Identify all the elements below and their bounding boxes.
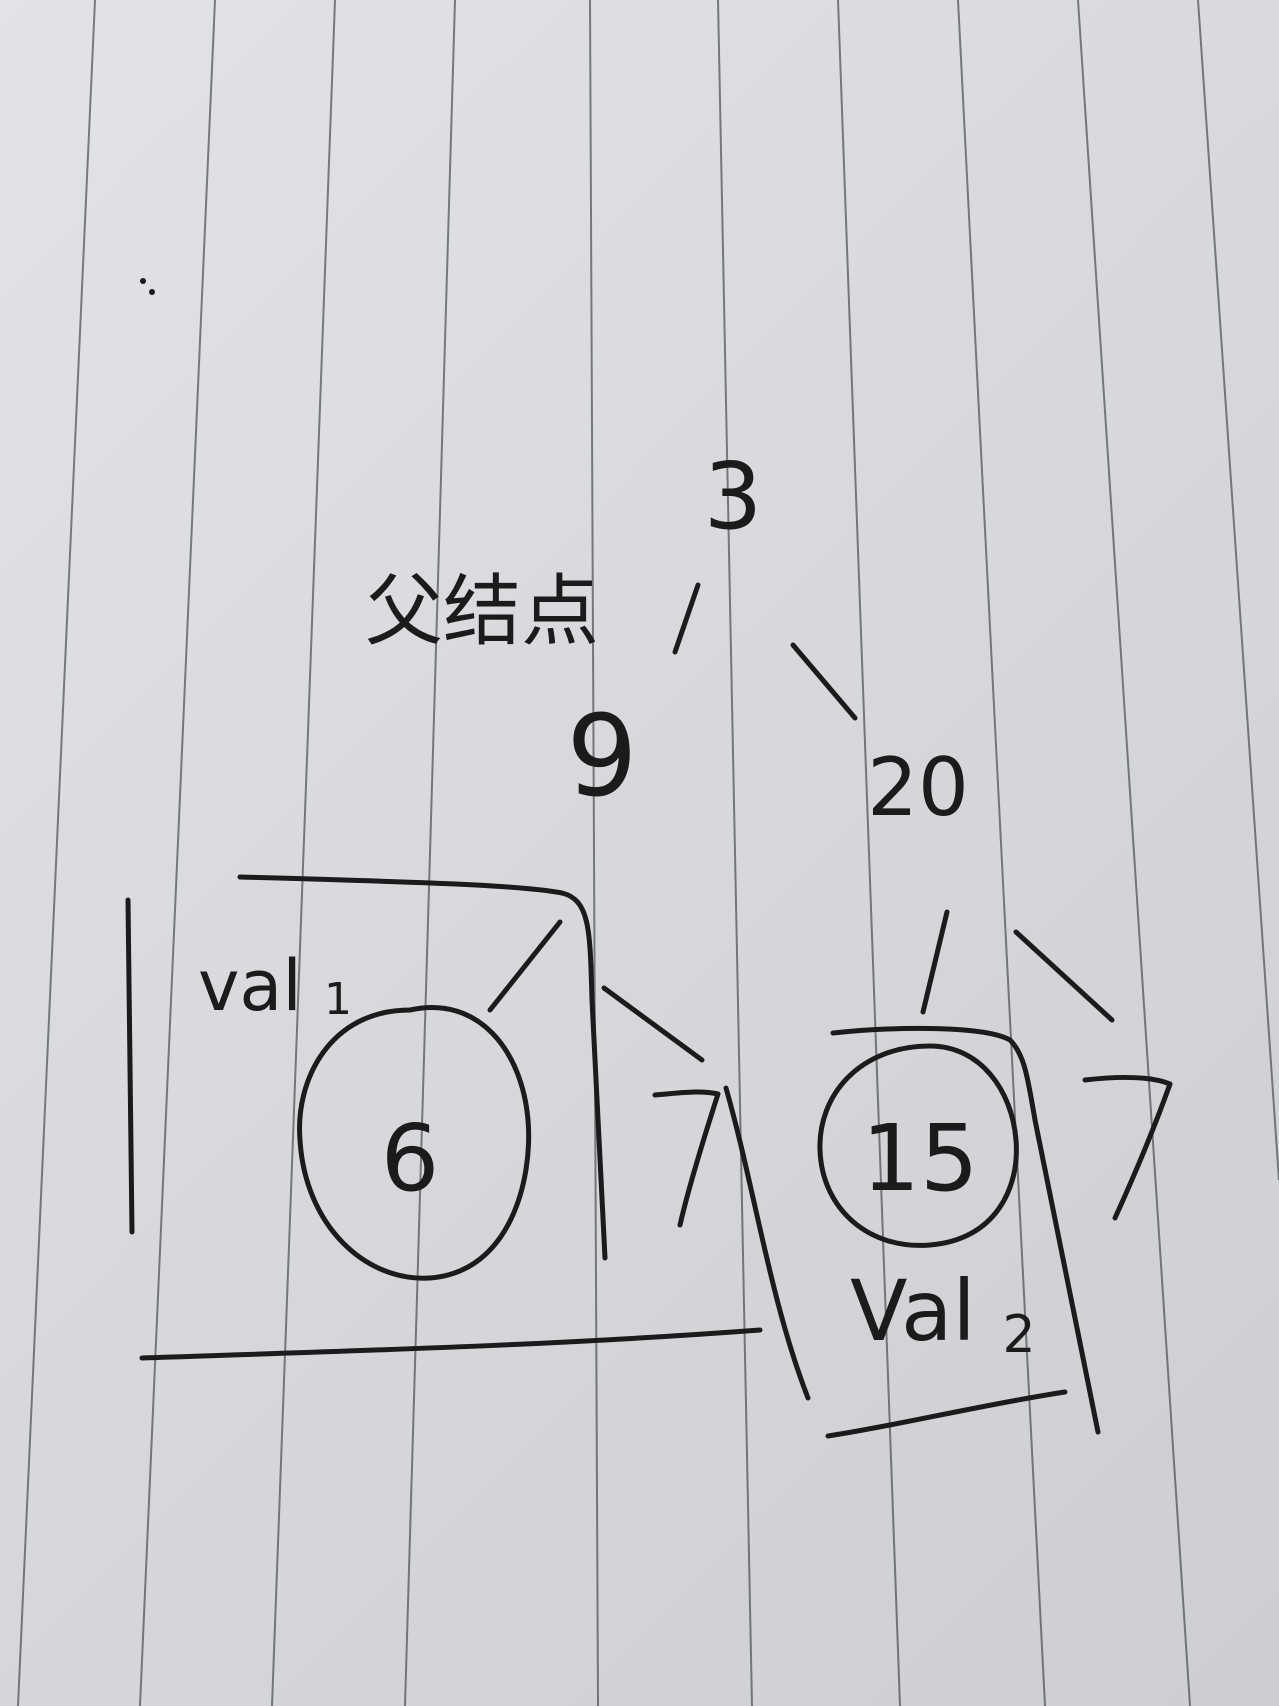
val2-label-text: Val xyxy=(850,1262,976,1360)
val2-label: Val 2 xyxy=(850,1262,1036,1365)
ink-dot xyxy=(149,289,155,295)
node-value-root: 3 xyxy=(704,443,763,550)
val2-subscript: 2 xyxy=(1002,1305,1035,1365)
node-value-left-right: 7 xyxy=(627,1169,652,1215)
val1-label: val 1 xyxy=(198,945,352,1027)
edge-root-right xyxy=(790,642,858,721)
node-circle-six xyxy=(297,1005,532,1281)
ink-dot xyxy=(140,278,146,284)
seven-stroke-left xyxy=(652,1089,721,1228)
node-value-left-left: 6 xyxy=(381,1105,440,1212)
node-value-right-left: 15 xyxy=(861,1105,978,1212)
val2-bracket xyxy=(723,1025,1101,1439)
node-value-right-right: 7 xyxy=(1127,1169,1152,1215)
val1-label-text: val xyxy=(198,945,302,1027)
parent-node-label: 父结点 xyxy=(365,567,599,657)
edge-left-to-seven xyxy=(601,985,705,1063)
edge-right-to-seven xyxy=(1013,929,1115,1023)
edge-right-to-fifteen xyxy=(920,909,950,1015)
val1-bracket xyxy=(125,874,763,1361)
edge-root-left xyxy=(672,582,701,655)
seven-stroke-right xyxy=(1082,1074,1173,1221)
node-circle-fifteen xyxy=(817,1043,1019,1248)
node-value-left: 9 xyxy=(566,692,637,822)
val1-subscript: 1 xyxy=(324,974,352,1025)
paper-ruling xyxy=(17,0,1279,1706)
node-value-right: 20 xyxy=(867,741,969,834)
edge-left-to-six xyxy=(487,919,563,1013)
